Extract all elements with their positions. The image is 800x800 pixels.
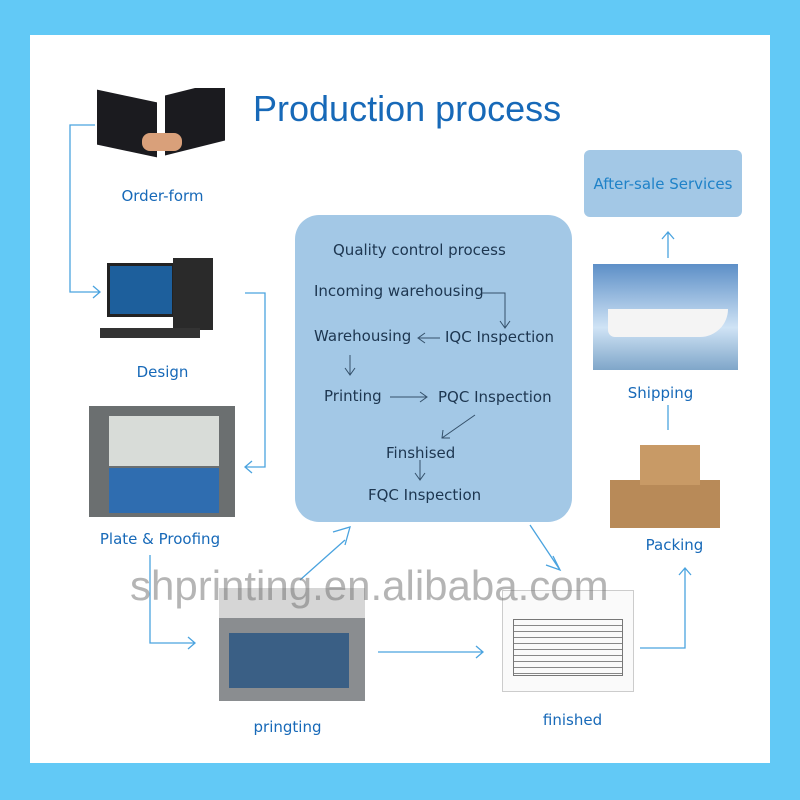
arrow-plate-to-printing — [149, 555, 196, 650]
qc-fqc-inspection: FQC Inspection — [368, 486, 482, 504]
qc-incoming-warehousing: Incoming warehousing — [314, 282, 484, 300]
step-plate-proofing: Plate & Proofing — [99, 530, 221, 548]
printing-press-image — [219, 588, 365, 701]
qc-finished: Finshised — [386, 444, 456, 462]
step-packing: Packing — [645, 536, 704, 554]
step-design: Design — [136, 363, 189, 381]
page-title: Production process — [253, 88, 562, 129]
watermark: shprinting.en.alibaba.com — [130, 562, 609, 609]
qc-title: Quality control process — [333, 241, 506, 259]
arrow-shipping-to-aftersale — [661, 231, 675, 258]
qc-iqc-inspection: IQC Inspection — [445, 328, 554, 346]
qc-warehousing: Warehousing — [314, 327, 412, 345]
qc-pqc-inspection: PQC Inspection — [438, 388, 552, 406]
arrow-qc-to-finished — [529, 524, 562, 572]
boxes-image — [600, 440, 730, 532]
arrow-design-to-plate — [244, 292, 266, 474]
arrow-plate-to-qc — [299, 526, 351, 581]
computer-image — [95, 258, 240, 350]
cruise-ship-image — [593, 264, 738, 370]
step-order-form: Order-form — [121, 187, 204, 205]
handshake-image — [97, 88, 225, 183]
finished-form-image — [502, 590, 634, 692]
arrow-printing-to-finished — [378, 645, 484, 659]
quality-control-box — [295, 215, 572, 522]
step-finished: finished — [542, 711, 603, 729]
qc-printing: Printing — [324, 387, 382, 405]
arrow-finished-to-packing — [640, 567, 692, 649]
arrow-order-to-design — [69, 124, 101, 299]
step-shipping: Shipping — [627, 384, 694, 402]
step-printing: pringting — [253, 718, 322, 736]
plate-machine-image — [89, 406, 235, 517]
after-sale-box: After-sale Services — [584, 150, 742, 217]
